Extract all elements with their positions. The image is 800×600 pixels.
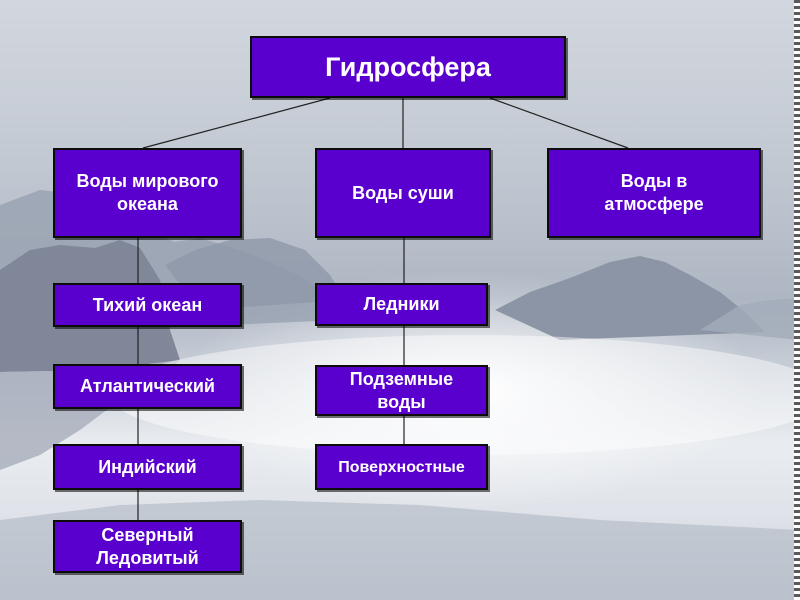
node-groundwater: Подземные воды — [315, 365, 488, 416]
node-label: Поверхностные — [338, 458, 465, 476]
node-glaciers: Ледники — [315, 283, 488, 326]
node-ocean-waters: Воды мирового океана — [53, 148, 242, 238]
right-edge-border — [794, 0, 800, 600]
node-label: Воды в атмосфере — [604, 171, 704, 214]
node-arctic-ocean: Северный Ледовитый — [53, 520, 242, 573]
node-label: Северный Ледовитый — [96, 524, 199, 568]
node-land-waters: Воды суши — [315, 148, 491, 238]
node-label: Ледники — [363, 294, 440, 314]
node-label: Воды мирового океана — [76, 171, 219, 214]
node-label: Воды суши — [352, 182, 454, 203]
connector-root-atmosphere — [489, 97, 629, 149]
node-label: Атлантический — [80, 376, 215, 396]
node-label: Подземные воды — [349, 368, 454, 412]
node-pacific-ocean: Тихий океан — [53, 283, 242, 327]
connector-root-ocean — [142, 97, 331, 149]
diagram-root-node: Гидросфера — [250, 36, 566, 98]
node-atmosphere-waters: Воды в атмосфере — [547, 148, 761, 238]
node-label: Тихий океан — [92, 294, 203, 315]
node-atlantic-ocean: Атлантический — [53, 364, 242, 409]
node-label: Индийский — [98, 456, 197, 477]
root-label: Гидросфера — [325, 51, 491, 82]
node-surface-waters: Поверхностные — [315, 444, 488, 490]
node-indian-ocean: Индийский — [53, 444, 242, 490]
